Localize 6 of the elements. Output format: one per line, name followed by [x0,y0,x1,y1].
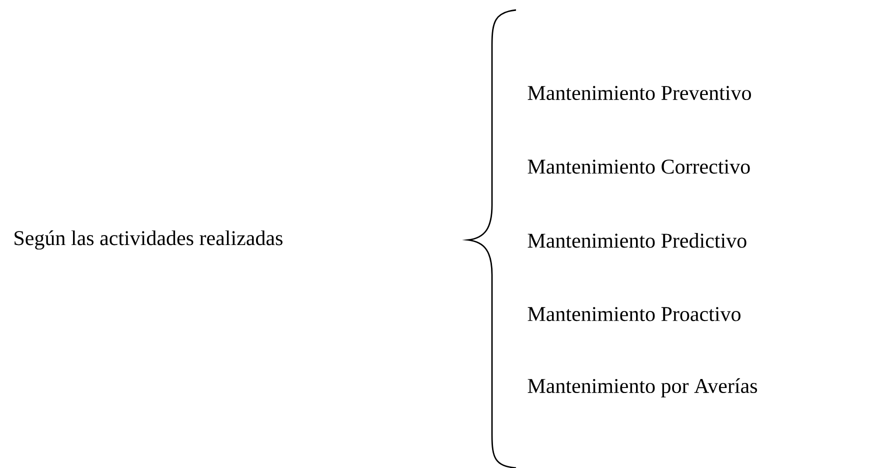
category-label: Según las actividades realizadas [14,230,282,250]
list-item: Mantenimiento por Averías [528,378,758,398]
list-item: Mantenimiento Correctivo [528,160,750,174]
list-item: Mantenimiento Proactivo [528,307,740,322]
list-item: Mantenimiento Preventivo [528,86,751,100]
list-item: Mantenimiento Predictivo [528,233,746,248]
